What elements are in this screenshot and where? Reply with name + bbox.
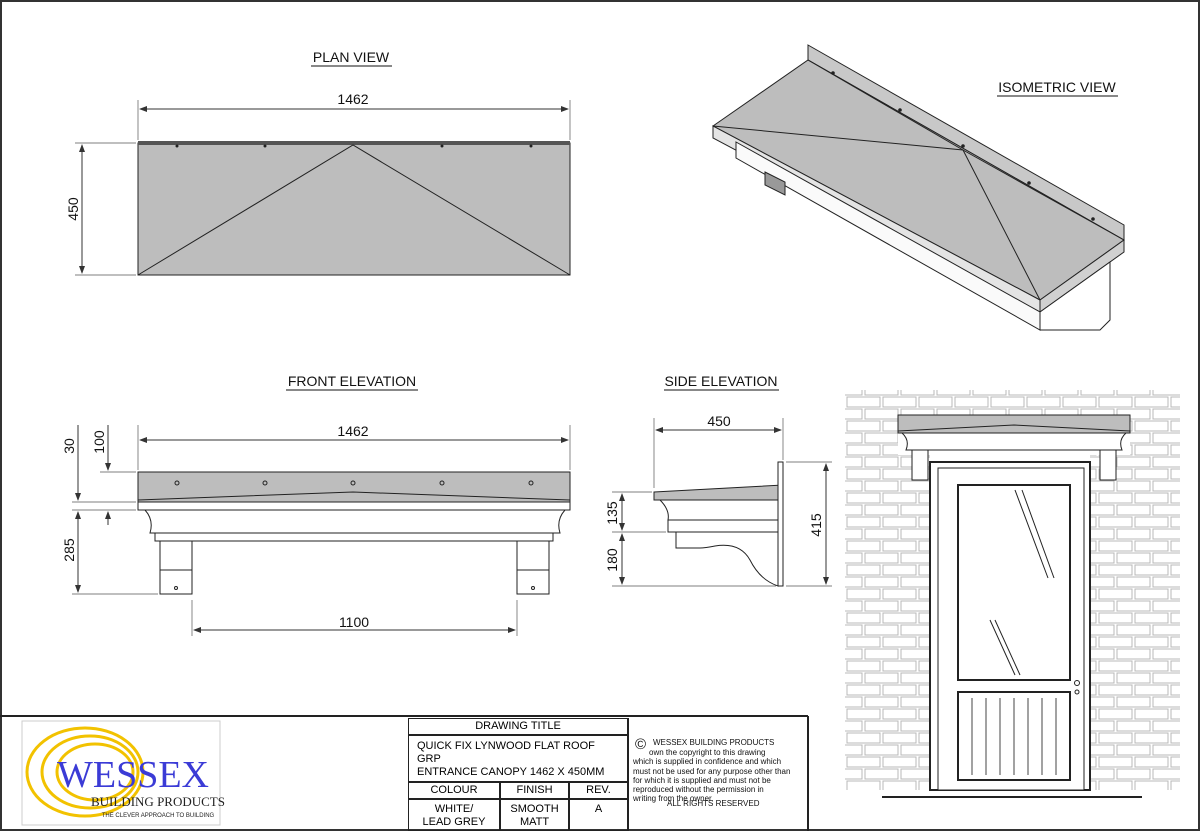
- plan-width-dim: 1462: [337, 91, 368, 107]
- plan-roof: [137, 142, 571, 276]
- colour-value-line-1: WHITE/: [434, 803, 474, 815]
- front-bracket-dim: 1100: [339, 614, 369, 630]
- front-dim-285: 285: [61, 538, 77, 562]
- side-dim-180: 180: [604, 548, 620, 572]
- plan-view: PLAN VIEW 1462 450: [65, 49, 571, 276]
- front-elevation: FRONT ELEVATION 1462 1100 30 100 285: [61, 373, 571, 636]
- title-block-frame: [0, 715, 809, 831]
- plan-view-title: PLAN VIEW: [313, 49, 390, 65]
- finish-value: SMOOTH MATT: [500, 799, 569, 831]
- door-illustration: [845, 390, 1180, 798]
- colour-value-line-2: LEAD GREY: [422, 816, 486, 828]
- side-elevation: SIDE ELEVATION 450 135 180 415: [604, 373, 832, 587]
- title-line-2: ENTRANCE CANOPY 1462 X 450MM: [417, 766, 605, 778]
- copyright-line: reproduced without the permission in: [633, 785, 764, 795]
- copyright-text: own the copyright to this drawing which …: [633, 748, 790, 804]
- colour-label: COLOUR: [408, 782, 500, 799]
- side-dim-415: 415: [808, 513, 824, 537]
- all-rights-reserved: ALL RIGHTS RESERVED: [667, 799, 760, 808]
- side-dim-135: 135: [604, 501, 620, 525]
- copyright-line: writing from the owner.: [633, 794, 714, 804]
- logo-wordmark: WESSEX: [57, 754, 209, 796]
- wessex-logo: WESSEX BUILDING PRODUCTS THE CLEVER APPR…: [21, 720, 225, 826]
- front-dim-30: 30: [61, 438, 77, 454]
- front-width-dim: 1462: [337, 423, 368, 439]
- logo-tagline: THE CLEVER APPROACH TO BUILDING: [102, 813, 215, 819]
- drawing-title-label: DRAWING TITLE: [408, 718, 628, 735]
- front-elevation-title: FRONT ELEVATION: [288, 373, 416, 389]
- copyright-line: must not be used for any purpose other t…: [633, 766, 791, 776]
- copyright-line: which is supplied in confidence and whic…: [633, 757, 782, 767]
- copyright-owner: WESSEX BUILDING PRODUCTS: [653, 738, 775, 747]
- title-line-1: QUICK FIX LYNWOOD FLAT ROOF GRP: [417, 740, 595, 765]
- colour-value: WHITE/ LEAD GREY: [408, 799, 500, 831]
- logo-subtitle: BUILDING PRODUCTS: [91, 794, 225, 809]
- rev-label: REV.: [569, 782, 628, 799]
- isometric-view-title: ISOMETRIC VIEW: [998, 79, 1116, 95]
- drawing-title-value: QUICK FIX LYNWOOD FLAT ROOF GRP ENTRANCE…: [408, 735, 628, 782]
- side-elevation-title: SIDE ELEVATION: [664, 373, 777, 389]
- isometric-view: ISOMETRIC VIEW: [712, 44, 1125, 331]
- copyright-line: own the copyright to this drawing: [649, 748, 766, 757]
- copyright-block: © WESSEX BUILDING PRODUCTS own the copyr…: [628, 718, 808, 831]
- copyright-symbol: ©: [635, 736, 647, 753]
- rev-value: A: [569, 799, 628, 831]
- plan-depth-dim: 450: [65, 197, 81, 221]
- finish-label: FINISH: [500, 782, 569, 799]
- front-dim-100: 100: [91, 430, 107, 454]
- side-depth-dim: 450: [707, 413, 731, 429]
- copyright-line: for which it is supplied and must not be: [633, 775, 771, 785]
